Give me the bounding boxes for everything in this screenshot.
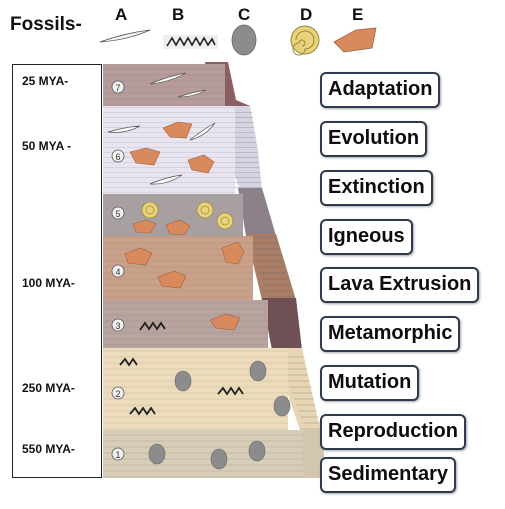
layer-number-1-text: 1 [115,450,120,460]
layer-number-7-text: 7 [115,83,120,93]
layer-number-4: 4 [111,264,125,278]
fossil-key-c: C [238,5,251,24]
fossil-e-instance [132,219,157,234]
fossil-b-instance [129,406,156,416]
fossil-key-d: D [300,5,313,24]
age-label-550: 550 MYA- [22,442,75,456]
fossil-e-instance [187,154,215,174]
layer-number-5-text: 5 [115,209,120,219]
fossil-c-instance [273,395,291,417]
fossil-a-instance [177,89,207,98]
fossil-c-instance [210,448,228,470]
term-lava-extrusion[interactable]: Lava Extrusion [320,267,480,303]
fossil-b-instance [217,386,244,396]
layer-number-5: 5 [111,206,125,220]
fossil-key-b: B [172,5,185,24]
fossil-a-key-icon [99,29,151,43]
fossil-b-instance [139,321,166,331]
stratum-3-texture [103,300,268,348]
layer-number-6-text: 6 [115,152,120,162]
layer-number-1: 1 [111,447,125,461]
fossil-e-instance [162,121,193,139]
layer-number-4-text: 4 [115,267,120,277]
fossil-d-instance [216,212,234,230]
cliff-layer-1 [300,428,326,478]
fossil-d-key-icon [290,25,320,56]
fossil-a-instance [189,122,216,141]
fossil-c-instance [174,370,192,392]
fossils-title: Fossils- [10,14,82,35]
fossil-b-key-icon [163,35,218,49]
fossil-a-instance [149,72,187,85]
stratum-2-texture [103,348,288,430]
fossil-d-instance [141,201,159,219]
fossil-e-instance [165,219,191,236]
cliff-layer-4-shade [250,236,294,300]
cliff-layer-3 [262,298,302,350]
age-label-100: 100 MYA- [22,276,75,290]
age-label-25: 25 MYA- [22,74,69,88]
fossil-e-instance [129,147,161,166]
cliff-layer-5 [238,188,276,236]
fossil-c-key-icon [231,24,257,56]
fossil-b-instance [119,357,138,367]
term-metamorphic[interactable]: Metamorphic [320,316,461,352]
fossil-d-instance [196,201,214,219]
term-extinction[interactable]: Extinction [320,170,433,206]
fossil-e-instance [221,241,245,265]
fossil-a-instance [149,174,183,185]
fossil-key-a: A [115,5,128,24]
fossil-e-key-icon [333,27,377,53]
fossil-c-instance [148,443,166,465]
term-igneous[interactable]: Igneous [320,219,413,255]
term-mutation[interactable]: Mutation [320,365,420,401]
fossil-e-instance [209,313,241,331]
age-scale [12,64,102,478]
layer-number-2: 2 [111,386,125,400]
term-adaptation[interactable]: Adaptation [320,72,441,108]
fossil-e-instance [124,247,153,266]
age-label-50: 50 MYA - [22,139,72,153]
age-label-250: 250 MYA- [22,381,75,395]
fossil-e-instance [157,270,187,289]
stratum-1-texture [103,430,303,478]
term-reproduction[interactable]: Reproduction [320,414,466,450]
layer-number-3-text: 3 [115,321,120,331]
term-sedimentary[interactable]: Sedimentary [320,457,457,493]
layer-number-3: 3 [111,318,125,332]
term-evolution[interactable]: Evolution [320,121,428,157]
layer-number-2-text: 2 [115,389,120,399]
layer-number-6: 6 [111,149,125,163]
fossil-key-e: E [352,5,364,24]
fossil-c-instance [248,440,266,462]
fossil-a-instance [107,125,141,133]
fossil-c-instance [249,360,267,382]
layer-number-7: 7 [111,80,125,94]
